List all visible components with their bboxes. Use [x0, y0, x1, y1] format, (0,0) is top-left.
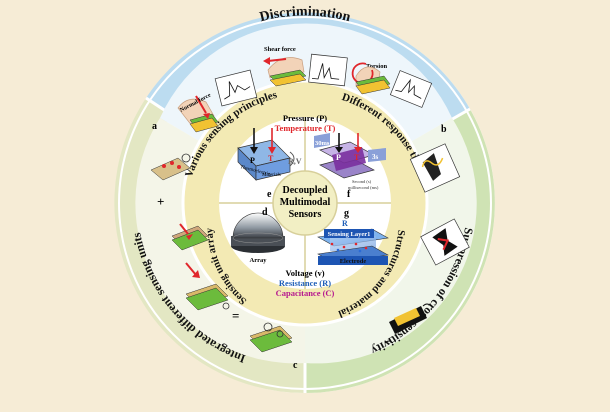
center-circle [272, 170, 338, 236]
label-capacitance: Capacitance (C) [276, 288, 335, 298]
plus-sign: + [157, 194, 164, 209]
letter-d: d [262, 207, 268, 218]
rv-label: R,V [288, 157, 302, 166]
s3-label: 3s [372, 153, 379, 161]
letter-a: a [152, 121, 157, 132]
letter-b: b [441, 124, 447, 135]
sensing-layer-block: Electrode Sensing Layer1 R [317, 219, 389, 265]
array-label: Array [250, 257, 268, 264]
ms30-label: 30ms [315, 140, 330, 147]
center-line3: Sensors [289, 209, 322, 220]
layer-label: Sensing Layer1 [328, 231, 371, 238]
label-resistance: Resistance (R) [279, 278, 331, 288]
resp-p: P [336, 153, 341, 162]
letter-g: g [344, 208, 349, 219]
array-dome: Array [231, 212, 285, 264]
center-line1: Decoupled [283, 185, 328, 196]
response-block: P T 30ms 3s Second (s) millisecond (ms) [314, 133, 386, 190]
letter-e: e [267, 189, 272, 200]
torsion-label: Torsion [366, 63, 387, 70]
label-temperature: Temperature (T) [275, 123, 336, 133]
second-label: Second (s) [352, 179, 372, 184]
equals-sign: = [232, 308, 239, 323]
shear-force-label: Shear force [264, 46, 296, 53]
panel-b-graphs [384, 143, 470, 344]
materials-label: Materials [262, 173, 281, 178]
electrode-label: Electrode [340, 258, 367, 265]
layer-r: R [342, 219, 348, 228]
label-voltage: Voltage (v) [285, 268, 324, 278]
thermo-t: T [268, 154, 274, 163]
panel-c-units: + = [150, 153, 293, 353]
label-discrimination: Discrimination [258, 4, 352, 25]
millisecond-label: millisecond (ms) [348, 185, 379, 190]
center-line2: Multimodal [280, 197, 331, 208]
resp-t: T [354, 153, 360, 162]
thermoelectric-block: P T Thermoelectric Materials R,V [237, 128, 302, 181]
letter-f: f [347, 189, 351, 200]
thermo-p: P [250, 156, 255, 165]
label-pressure: Pressure (P) [283, 113, 327, 123]
letter-c: c [293, 360, 298, 371]
